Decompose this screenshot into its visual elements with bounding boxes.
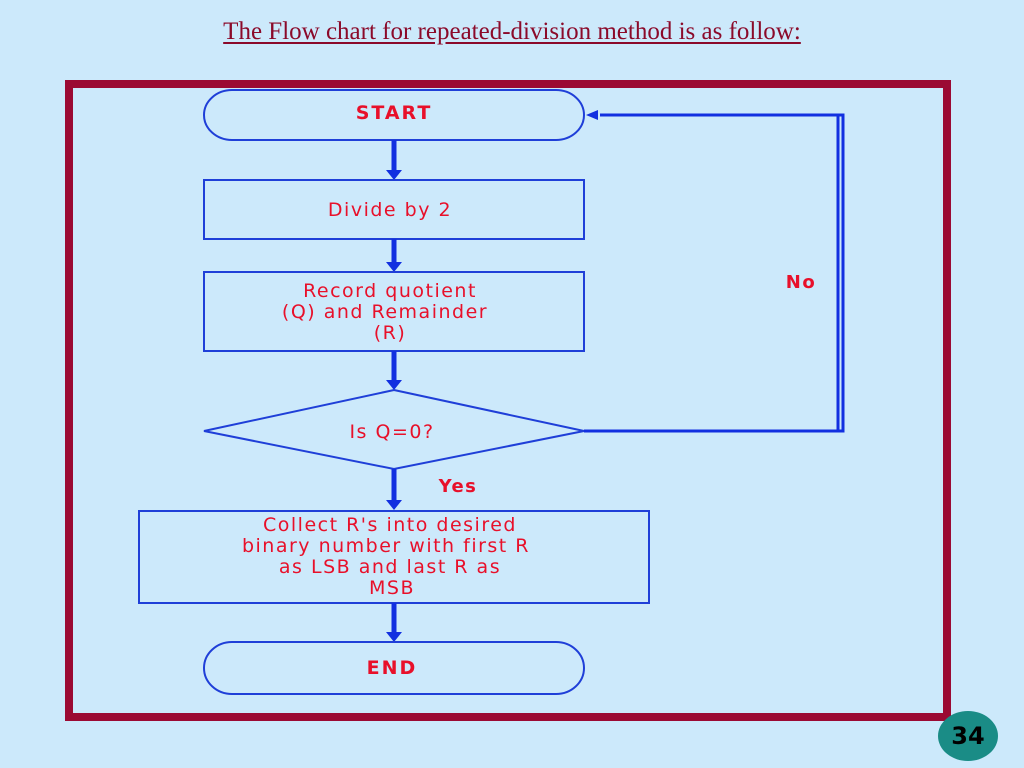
record-line-2: (Q) and Remainder [282,301,488,323]
no-label: No [786,272,816,293]
arrowhead-icon [386,380,402,390]
arrowhead-icon [386,500,402,510]
arrowhead-icon [386,262,402,272]
collect-box [138,510,650,604]
divide-box [203,179,585,240]
slide-title: The Flow chart for repeated-division met… [223,18,801,45]
arrowhead-icon [586,110,598,120]
yes-label: Yes [438,476,478,497]
end-terminal [203,641,585,695]
start-terminal [203,89,585,141]
collect-line-2: binary number with first R [242,535,530,557]
decision-label: Is Q=0? [349,421,434,443]
collect-line-3: as LSB and last R as [279,556,501,578]
end-label: END [367,657,418,679]
arrowhead-icon [386,632,402,642]
divide-label: Divide by 2 [328,199,452,221]
no-branch-line [584,113,845,433]
record-line-1: Record quotient [303,280,477,302]
start-label: START [356,102,433,124]
arrowhead-icon [386,170,402,180]
collect-line-1: Collect R's into desired [263,514,517,536]
collect-line-4: MSB [369,577,415,599]
record-line-3: (R) [374,322,407,344]
page-number-badge: 34 [938,711,998,761]
record-box [203,271,585,352]
